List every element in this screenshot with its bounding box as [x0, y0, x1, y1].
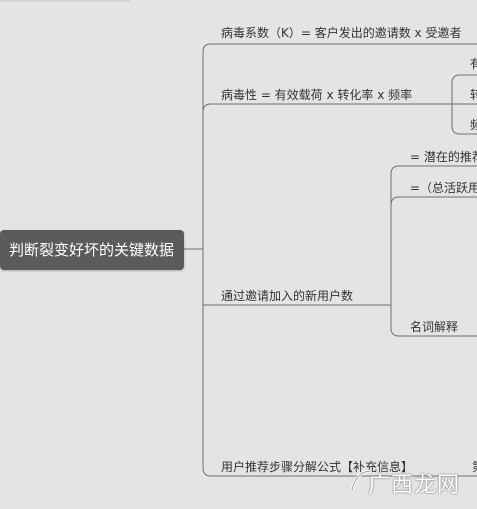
- sub-node-label: = 潜在的推荐: [410, 150, 477, 164]
- site-watermark: 广西龙网: [346, 466, 459, 498]
- sub-node-total-active[interactable]: =（总活跃用: [410, 180, 477, 196]
- sub-node-label: 转: [470, 88, 477, 102]
- branch-new-users[interactable]: 通过邀请加入的新用户数: [221, 288, 353, 304]
- branch-label: 病毒性 = 有效载荷 x 转化率 x 频率: [221, 88, 413, 102]
- branch-viral-coefficient[interactable]: 病毒系数（K）= 客户发出的邀请数 x 受邀者: [221, 25, 461, 41]
- sub-node-conversion[interactable]: 转: [470, 87, 477, 103]
- root-node[interactable]: 判断裂变好坏的关键数据: [0, 230, 184, 270]
- sub-node-label: 第: [472, 460, 477, 474]
- top-scroll-edge: [0, 0, 130, 2]
- sub-node-frequency[interactable]: 频: [470, 117, 477, 133]
- sub-node-label: 名词解释: [410, 320, 459, 334]
- sub-node-glossary[interactable]: 名词解释: [410, 319, 458, 335]
- sub-node-label: 有: [470, 57, 477, 71]
- sub-node-label: =（总活跃用: [410, 181, 477, 195]
- sub-node-label: 频: [470, 118, 477, 132]
- sub-node-payload[interactable]: 有: [470, 56, 477, 72]
- branch-virality[interactable]: 病毒性 = 有效载荷 x 转化率 x 频率: [221, 87, 412, 103]
- watermark-logo-icon: [350, 469, 371, 491]
- branch-label: 通过邀请加入的新用户数: [221, 289, 354, 303]
- branch-label: 病毒系数（K）= 客户发出的邀请数 x 受邀者: [221, 26, 462, 40]
- root-label: 判断裂变好坏的关键数据: [9, 241, 175, 259]
- watermark-text: 广西龙网: [368, 473, 461, 498]
- sub-node-step[interactable]: 第: [472, 459, 477, 475]
- sub-node-potential-referral[interactable]: = 潜在的推荐: [410, 149, 477, 165]
